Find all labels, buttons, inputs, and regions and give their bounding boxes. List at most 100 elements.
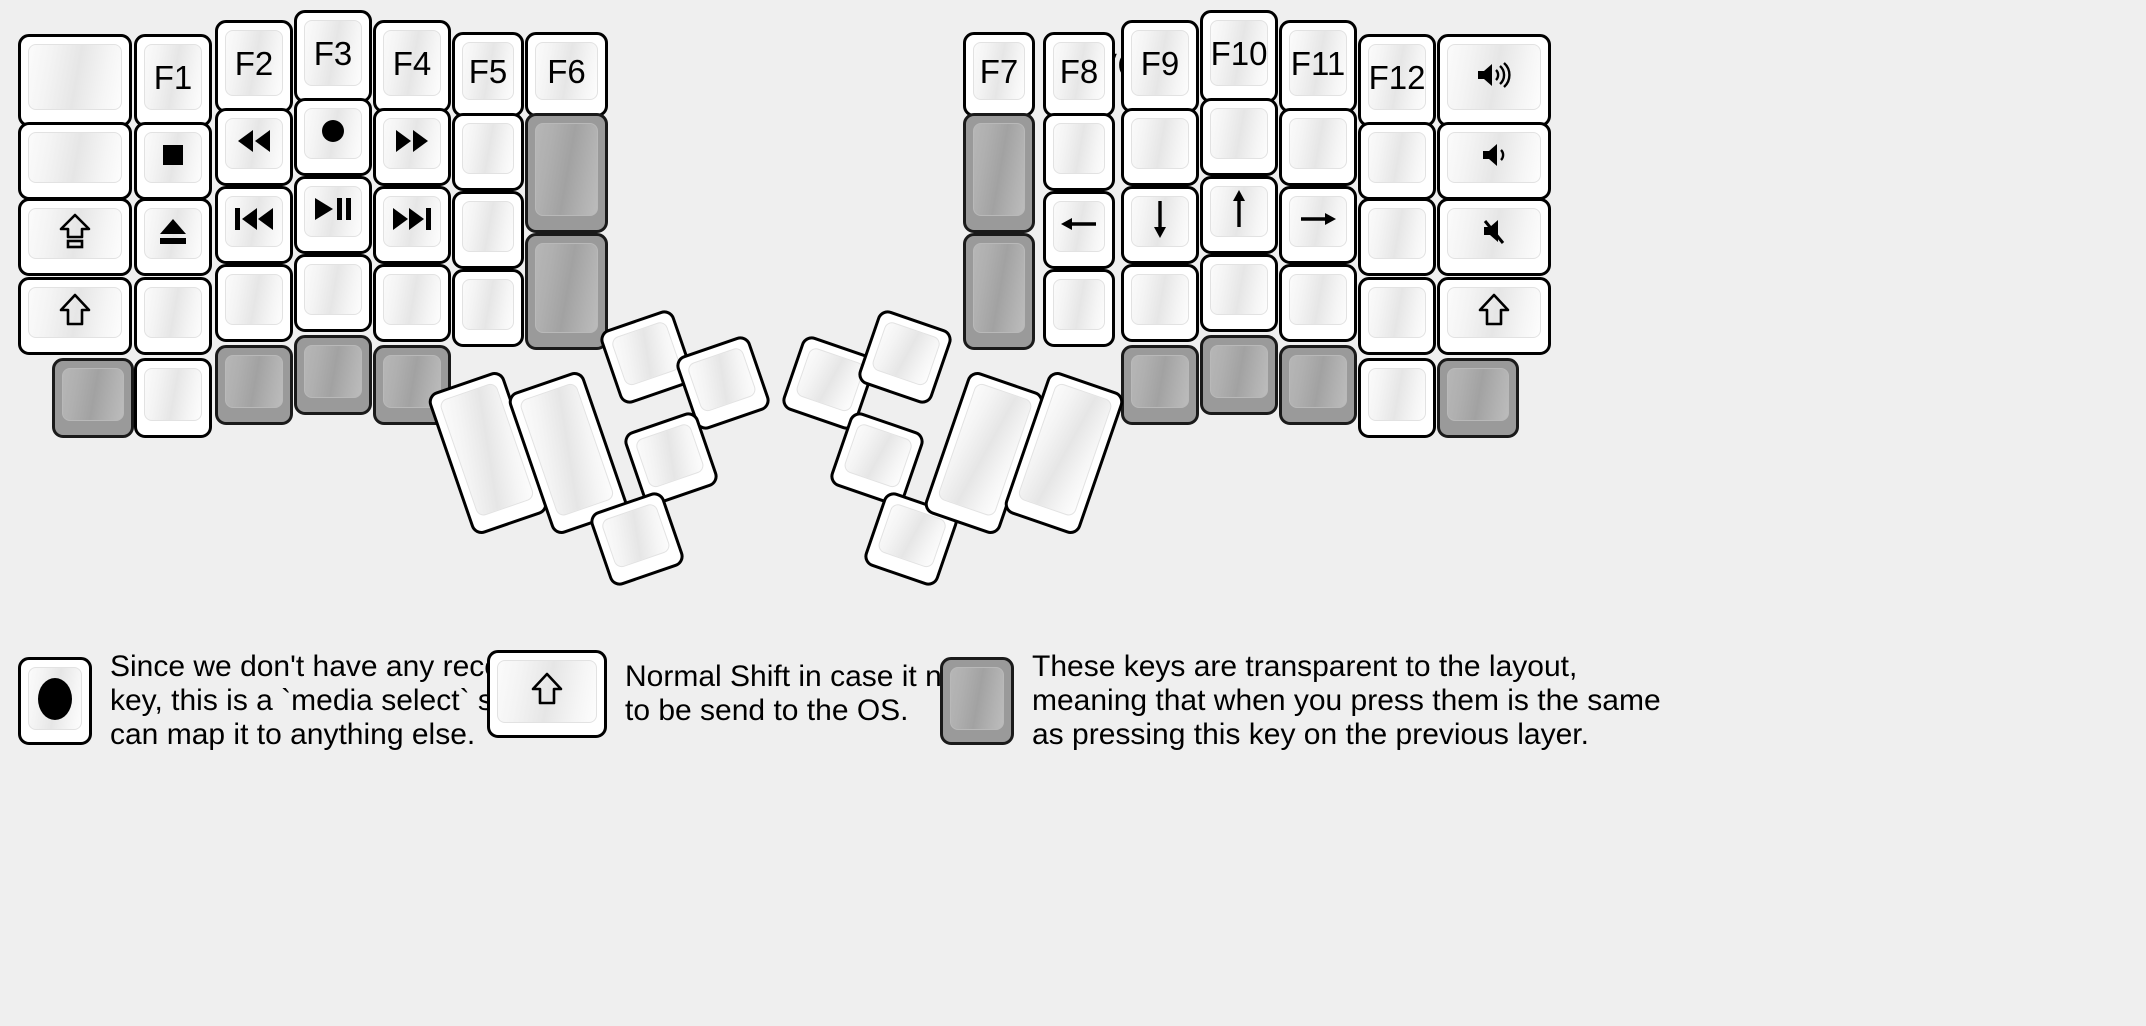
keycap-r-c4-r3[interactable] — [1200, 176, 1278, 254]
keycap-r-c4-r2[interactable] — [1200, 98, 1278, 176]
keycap-label: F2 — [234, 44, 274, 82]
keycap-r-c4-r5[interactable] — [1200, 335, 1278, 415]
keycap-face — [973, 123, 1025, 216]
keycap-l-c7-r2[interactable] — [525, 113, 608, 233]
fast-forward-icon — [392, 128, 432, 159]
keycap-r-c3-r2[interactable] — [1121, 108, 1199, 186]
keycap-l-c4-r1[interactable]: F3 — [294, 10, 372, 103]
keycap-r-c2-r4[interactable] — [1043, 269, 1115, 347]
keycap-r-c7-r4[interactable] — [1437, 277, 1551, 355]
keycap-r-c1-r2[interactable] — [963, 113, 1035, 233]
keycap-l-c5-r4[interactable] — [373, 264, 451, 342]
record-icon — [38, 677, 72, 720]
arrow-up-icon — [1226, 188, 1252, 235]
keycap-r-c3-r3[interactable] — [1121, 186, 1199, 264]
keycap-face — [1131, 196, 1189, 247]
keycap-r-c2-r3[interactable] — [1043, 191, 1115, 269]
keycap-l-c3-r3[interactable] — [215, 186, 293, 264]
stop-icon — [158, 140, 188, 175]
shift-icon — [531, 672, 563, 712]
keycap-l-c7-r1[interactable]: F6 — [525, 32, 608, 117]
keycap-label: F10 — [1210, 34, 1268, 72]
keycap-l-c5-r2[interactable] — [373, 108, 451, 186]
keycap-face — [497, 660, 597, 723]
keycap-face — [1289, 196, 1347, 247]
keycap-l-c3-r2[interactable] — [215, 108, 293, 186]
keycap-label: F5 — [468, 52, 508, 90]
legend-key-record[interactable] — [18, 657, 92, 746]
keycap-face — [462, 201, 514, 252]
keycap-l-c7-r3[interactable] — [525, 233, 608, 350]
volume-down-icon — [1479, 140, 1509, 175]
keycap-r-c7-r1[interactable] — [1437, 34, 1551, 127]
keycap-face — [225, 274, 283, 325]
keycap-face — [1131, 355, 1189, 408]
keycap-l-c6-r3[interactable] — [452, 191, 524, 269]
keycap-face — [1053, 279, 1105, 330]
legend-key-shift[interactable] — [487, 650, 607, 738]
keycap-l-c5-r1[interactable]: F4 — [373, 20, 451, 113]
keycap-l-c1-r5[interactable] — [52, 358, 134, 438]
keycap-l-c1-r2[interactable] — [18, 122, 132, 200]
keycap-l-c3-r4[interactable] — [215, 264, 293, 342]
keycap-r-c3-r1[interactable]: F9 — [1121, 20, 1199, 113]
keycap-l-c2-r5[interactable] — [134, 358, 212, 438]
keycap-r-c3-r4[interactable] — [1121, 264, 1199, 342]
keycap-l-c4-r4[interactable] — [294, 254, 372, 332]
keycap-face — [304, 186, 362, 237]
keycap-r-c5-r5[interactable] — [1279, 345, 1357, 425]
keycap-face — [304, 345, 362, 398]
keycap-face — [1447, 368, 1509, 421]
keycap-l-c4-r2[interactable] — [294, 98, 372, 176]
keycap-face: F10 — [1210, 20, 1268, 86]
keycap-r-c7-r3[interactable] — [1437, 198, 1551, 276]
keycap-l-c2-r2[interactable] — [134, 122, 212, 200]
keycap-l-c5-r3[interactable] — [373, 186, 451, 264]
keycap-l-c3-r5[interactable] — [215, 345, 293, 425]
keycap-r-c3-r5[interactable] — [1121, 345, 1199, 425]
keycap-r-c2-r1[interactable]: F8 — [1043, 32, 1115, 117]
legend-key-transparent[interactable] — [940, 657, 1014, 746]
keycap-label: F7 — [979, 52, 1019, 90]
keycap-r-c6-r4[interactable] — [1358, 277, 1436, 355]
keycap-face — [383, 118, 441, 169]
keycap-r-c6-r5[interactable] — [1358, 358, 1436, 438]
keycap-face — [304, 264, 362, 315]
keycap-r-c5-r4[interactable] — [1279, 264, 1357, 342]
keycap-l-c4-r5[interactable] — [294, 335, 372, 415]
keycap-r-c5-r2[interactable] — [1279, 108, 1357, 186]
keycap-l-c1-r4[interactable] — [18, 277, 132, 355]
keycap-r-t2[interactable] — [855, 307, 955, 407]
keycap-l-c2-r4[interactable] — [134, 277, 212, 355]
rewind-icon — [234, 128, 274, 159]
keycap-l-c2-r1[interactable]: F1 — [134, 34, 212, 127]
keycap-r-c6-r3[interactable] — [1358, 198, 1436, 276]
keycap-r-c7-r5[interactable] — [1437, 358, 1519, 438]
keycap-r-c4-r1[interactable]: F10 — [1200, 10, 1278, 103]
keycap-label: F8 — [1059, 52, 1099, 90]
keycap-r-c2-r2[interactable] — [1043, 113, 1115, 191]
keycap-l-c6-r4[interactable] — [452, 269, 524, 347]
keycap-l-c6-r2[interactable] — [452, 113, 524, 191]
keycap-face — [28, 132, 122, 183]
keycap-r-c4-r4[interactable] — [1200, 254, 1278, 332]
keycap-r-c1-r3[interactable] — [963, 233, 1035, 350]
shift-icon — [1478, 293, 1510, 332]
keycap-face — [1289, 355, 1347, 408]
keycap-r-c7-r2[interactable] — [1437, 122, 1551, 200]
keycap-r-c6-r2[interactable] — [1358, 122, 1436, 200]
arrow-down-icon — [1147, 198, 1173, 245]
keycap-face — [225, 355, 283, 408]
keycap-face — [304, 108, 362, 159]
keycap-l-c4-r3[interactable] — [294, 176, 372, 254]
keycap-r-c5-r1[interactable]: F11 — [1279, 20, 1357, 113]
keycap-l-c1-r1[interactable] — [18, 34, 132, 127]
keycap-face — [28, 287, 122, 338]
keycap-l-c2-r3[interactable] — [134, 198, 212, 276]
keycap-l-c1-r3[interactable] — [18, 198, 132, 276]
keycap-r-c6-r1[interactable]: F12 — [1358, 34, 1436, 127]
keycap-r-c5-r3[interactable] — [1279, 186, 1357, 264]
keycap-face — [1131, 274, 1189, 325]
keycap-r-c1-r1[interactable]: F7 — [963, 32, 1035, 117]
